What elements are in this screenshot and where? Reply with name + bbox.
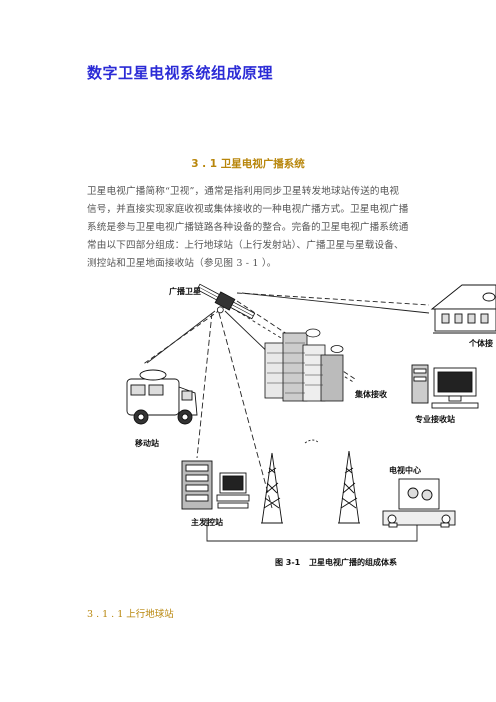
figure-caption-number: 图 3-1 bbox=[275, 558, 301, 567]
tower-icon bbox=[338, 450, 360, 524]
subsection-heading: 3 . 1 . 1 上行地球站 bbox=[87, 609, 174, 620]
satellite-icon bbox=[196, 283, 256, 320]
link-microwave bbox=[304, 439, 320, 444]
label-tv-center: 电视中心 bbox=[389, 465, 421, 475]
link-sat-mobile-solid bbox=[146, 310, 216, 364]
tv-center-icon bbox=[382, 478, 456, 528]
intro-paragraph: 卫星电视广播简称“卫视”，通常是指利用同步卫星转发地球站传送的电视 信号，并直接… bbox=[87, 183, 417, 273]
document-title: 数字卫星电视系统组成原理 bbox=[87, 64, 274, 82]
van-icon bbox=[126, 369, 198, 425]
link-sat-individual bbox=[236, 292, 430, 306]
buildings-icon bbox=[264, 328, 344, 402]
link-sat-mobile bbox=[141, 304, 228, 366]
tower-icon bbox=[261, 452, 283, 524]
label-satellite: 广播卫星 bbox=[169, 286, 201, 296]
link-sat-individual-solid bbox=[241, 292, 430, 314]
paragraph-line: 系统是参与卫星电视广播链路各种设备的整合。完备的卫星电视广播系统通 bbox=[87, 222, 409, 233]
system-diagram: 广播卫星 个体接 bbox=[126, 283, 496, 567]
paragraph-line: 测控站和卫星地面接收站（参见图 3 - 1 ）。 bbox=[87, 258, 277, 269]
figure-caption-text: 卫星电视广播的组成体系 bbox=[309, 557, 397, 567]
paragraph-line: 信号，并直接实现家庭收视或集体接收的一种电视广播方式。卫星电视广播 bbox=[87, 204, 409, 215]
paragraph-line: 常由以下四部分组成：上行地球站（上行发射站）、广播卫星与星载设备、 bbox=[87, 240, 404, 251]
section-heading: 3 . 1 卫星电视广播系统 bbox=[191, 158, 305, 170]
label-mobile: 移动站 bbox=[135, 438, 159, 448]
link-uplink-tvcenter bbox=[206, 518, 418, 542]
uplink-station-icon bbox=[181, 460, 250, 510]
label-uplink: 主发控站 bbox=[191, 517, 223, 527]
link-sat-uplink bbox=[196, 312, 213, 459]
label-individual: 个体接 bbox=[468, 338, 493, 348]
label-professional: 专业接收站 bbox=[415, 414, 455, 424]
paragraph-line: 卫星电视广播简称“卫视”，通常是指利用同步卫星转发地球站传送的电视 bbox=[87, 186, 400, 197]
link-sat-antenna bbox=[218, 312, 273, 509]
house-icon bbox=[430, 284, 496, 334]
computer-icon bbox=[411, 364, 479, 409]
label-collective: 集体接收 bbox=[354, 389, 387, 399]
system-diagram-figure: 广播卫星 个体接 bbox=[87, 283, 496, 575]
